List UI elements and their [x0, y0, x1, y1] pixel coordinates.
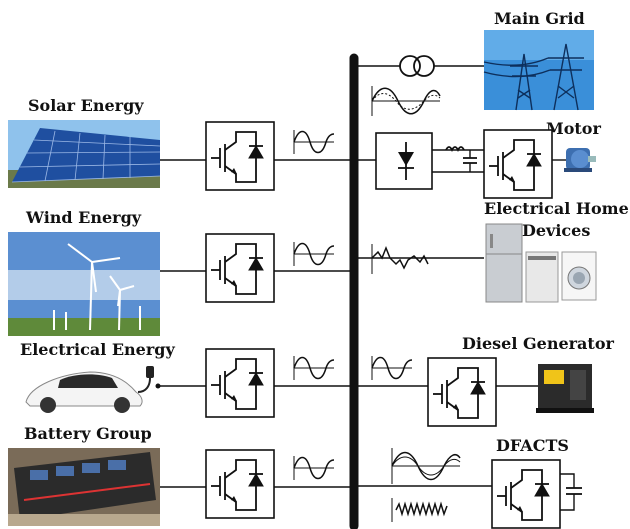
rectifier-icon — [375, 132, 433, 190]
dfacts-label: DFACTS — [496, 436, 569, 455]
grid-distorted-wave-icon — [371, 86, 441, 116]
dfacts-converter-icon — [491, 459, 561, 529]
battery-pack-image — [8, 448, 160, 526]
ev-ac-wave-icon — [293, 355, 335, 381]
electrical-label: Electrical Energy — [20, 340, 175, 359]
motor-icon — [564, 148, 596, 172]
home-devices-label-line2: Devices — [522, 221, 590, 240]
home-devices-label-line1: Electrical Home — [484, 199, 629, 218]
wind-converter-icon — [205, 233, 275, 303]
power-grid-image — [483, 30, 594, 111]
wind-label: Wind Energy — [25, 208, 142, 227]
diesel-label: Diesel Generator — [462, 334, 614, 353]
dfacts-sine-waves-icon — [391, 448, 461, 484]
home-appliances-image — [485, 223, 597, 303]
motor-label: Motor — [546, 119, 601, 138]
ev-converter-icon — [205, 348, 275, 418]
solar-ac-wave-icon — [293, 129, 335, 155]
solar-inverter-icon — [205, 121, 275, 191]
solar-panel-image — [8, 120, 161, 188]
battery-converter-icon — [205, 449, 275, 519]
electric-car-image — [25, 366, 154, 413]
main-grid-label: Main Grid — [494, 9, 585, 28]
diesel-converter-icon — [427, 357, 497, 427]
battery-label: Battery Group — [24, 424, 152, 443]
motor-inverter-icon — [483, 129, 553, 199]
diesel-generator-image — [536, 364, 594, 413]
transformer-icon — [399, 55, 435, 77]
capacitor-icon — [463, 150, 477, 172]
solar-label: Solar Energy — [28, 96, 144, 115]
wind-ac-wave-icon — [293, 241, 335, 267]
battery-ac-wave-icon — [293, 455, 335, 481]
home-distorted-wave-icon — [371, 244, 429, 274]
diesel-ac-wave-icon — [371, 355, 413, 381]
wind-turbine-image — [8, 232, 160, 336]
dfacts-ripple-wave-icon — [391, 498, 448, 522]
dfacts-capacitor-icon — [560, 473, 582, 511]
inductor-icon — [445, 146, 465, 153]
